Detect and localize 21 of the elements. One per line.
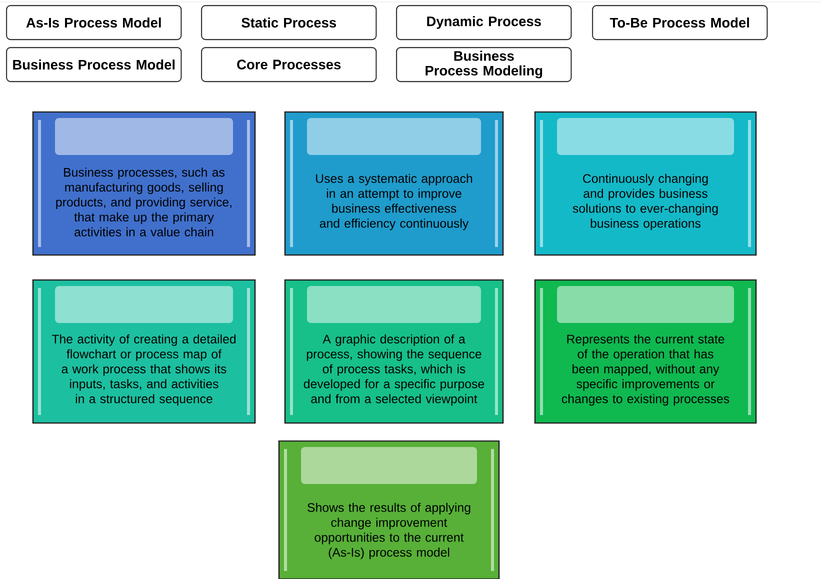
answer-slot <box>557 286 734 323</box>
definition-card: Uses a systematic approach in an attempt to improve business effectiveness and efficiency continuously <box>284 111 504 256</box>
term-button: Dynamic Process <box>396 5 572 40</box>
definition-card: Business processes, such as manufacturing goods, selling products, and providing service, that make up the primary activities in a value chain <box>32 111 256 256</box>
term-button: Business Process Modeling <box>396 47 572 82</box>
term-button: Core Processes <box>201 47 377 82</box>
answer-slot <box>307 286 481 323</box>
answer-slot <box>55 286 233 323</box>
definition-card: Represents the current state of the operation that has been mapped, without any specific improvements or changes to existing processes <box>534 279 757 424</box>
definition-card: The activity of creating a detailed flowchart or process map of a work process that shows its inputs, tasks, and activities in a structured sequence <box>32 279 256 424</box>
answer-slot <box>557 118 734 155</box>
definition-card: Shows the results of applying change improvement opportunities to the current (As-Is) process model <box>278 440 500 579</box>
term-button: Static Process <box>201 5 377 40</box>
term-button: Business Process Model <box>6 47 182 82</box>
term-button: To-Be Process Model <box>592 5 768 40</box>
term-button: As-Is Process Model <box>6 5 182 40</box>
answer-slot <box>301 447 477 484</box>
answer-slot <box>55 118 233 155</box>
answer-slot <box>307 118 481 155</box>
definition-card: A graphic description of a process, showing the sequence of process tasks, which is developed for a specific purpose and from a selected viewpoint <box>284 279 504 424</box>
definition-card: Continuously changing and provides business solutions to ever-changing business operations <box>534 111 757 256</box>
